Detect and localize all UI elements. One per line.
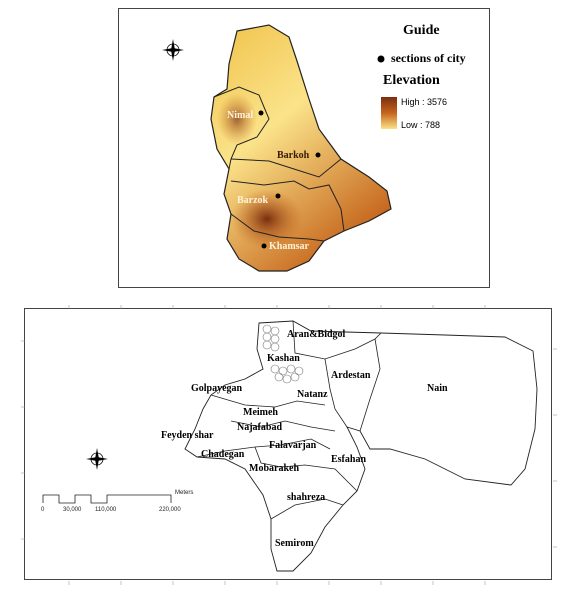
place-label-aran-bidgol: Aran&Bidgol xyxy=(287,329,346,340)
elevation-low-label: Low : 788 xyxy=(401,120,441,130)
place-label-kashan: Kashan xyxy=(267,353,300,364)
scale-tick-label: 110,000 xyxy=(95,507,117,513)
place-label-mobarakeh: Mobarakeh xyxy=(249,463,299,474)
county-boundary xyxy=(230,420,336,432)
section-point xyxy=(261,243,267,249)
place-label-nain: Nain xyxy=(427,383,448,394)
place-label-shahreza: shahreza xyxy=(287,492,326,503)
scale-tick-label: 30,000 xyxy=(63,507,82,513)
county-boundary xyxy=(254,446,358,492)
region-boundary xyxy=(230,158,342,178)
county-boundary xyxy=(324,358,348,428)
graticule-ticks xyxy=(21,305,557,585)
place-label-meimeh: Meimeh xyxy=(243,407,278,418)
legend-point-label: sections of city xyxy=(391,51,466,65)
scale-tick-label: 220,000 xyxy=(159,507,181,513)
region-label-nimal: Nimal xyxy=(227,110,254,121)
place-label-feyden-shar: Feyden shar xyxy=(161,430,214,441)
elevation-map-svg xyxy=(162,24,397,272)
place-label-golpayegan: Golpayegan xyxy=(191,383,243,394)
county-boundary xyxy=(359,338,381,432)
hatched-area xyxy=(262,324,304,384)
elevation-legend-bar xyxy=(381,97,397,129)
high-elevation-zone xyxy=(217,93,257,145)
province-map-svg xyxy=(21,305,557,585)
section-point xyxy=(315,152,321,158)
north-arrow-icon xyxy=(86,448,108,470)
scale-bar xyxy=(42,494,172,504)
high-elevation-zone xyxy=(231,189,303,249)
place-label-esfahan: Esfahan xyxy=(331,454,367,465)
place-label-najafabad: Najafabad xyxy=(237,422,283,433)
region-boundary xyxy=(230,213,325,242)
place-label-semirom: Semirom xyxy=(275,538,314,549)
section-point xyxy=(258,110,264,116)
province-outline xyxy=(184,320,538,572)
province-map-panel: Aran&Bidgol Kashan Ardestan Nain Golpaye… xyxy=(21,305,557,585)
section-point xyxy=(275,193,281,199)
place-label-natanz: Natanz xyxy=(297,389,328,400)
legend-point-symbol xyxy=(377,55,385,63)
place-label-chadegan: Chadegan xyxy=(201,449,245,460)
county-boundary xyxy=(210,394,326,408)
region-label-barkoh: Barkoh xyxy=(277,150,310,161)
place-label-falavarjan: Falavarjan xyxy=(269,440,317,451)
region-boundary xyxy=(230,180,345,232)
county-boundary xyxy=(196,438,331,458)
north-arrow-icon xyxy=(162,39,184,61)
county-boundary xyxy=(292,320,382,360)
county-boundary xyxy=(270,498,344,520)
elevation-map-panel: Guide sections of city Elevation High : … xyxy=(118,8,490,288)
region-boundary xyxy=(213,86,270,170)
place-label-ardestan: Ardestan xyxy=(331,370,371,381)
region-label-barzok: Barzok xyxy=(237,195,269,206)
region-label-khamsar: Khamsar xyxy=(269,241,309,252)
elevation-legend-title: Elevation xyxy=(383,73,440,88)
scale-tick-label: 0 xyxy=(41,507,45,513)
scale-unit-label: Meters xyxy=(175,490,194,496)
elevation-high-label: High : 3576 xyxy=(401,97,448,107)
legend-title: Guide xyxy=(403,23,440,38)
